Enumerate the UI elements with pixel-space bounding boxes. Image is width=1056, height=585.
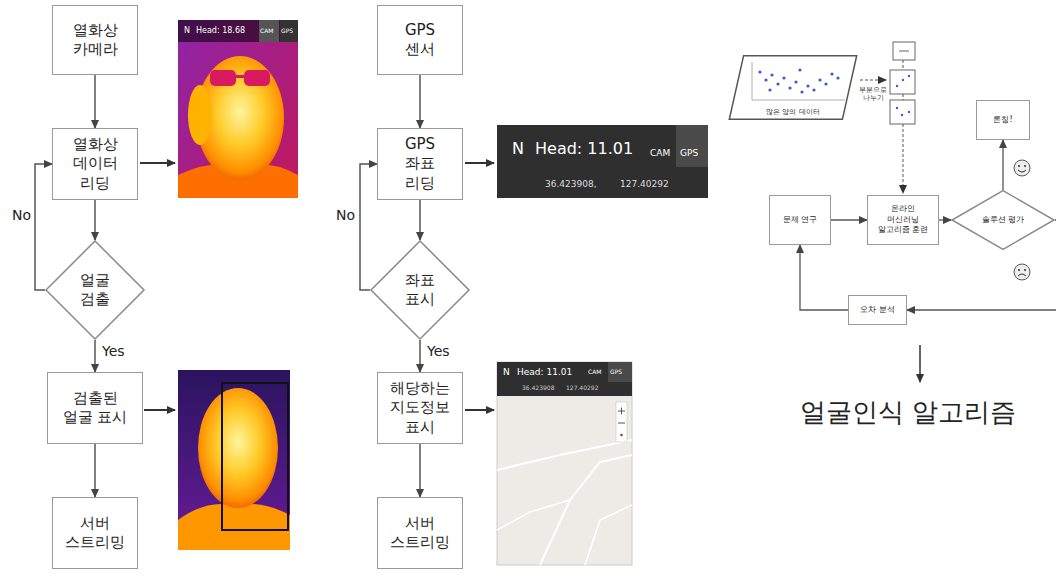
process-box: 해당하는 지도정보 표시	[377, 372, 463, 444]
coordinate-text: 36.423908,	[545, 179, 597, 189]
flow-connector	[94, 200, 96, 240]
node-text: GPS 좌표 리딩	[395, 135, 445, 194]
flow-connector	[419, 200, 421, 240]
node-text: GPS 센서	[395, 21, 445, 60]
process-box: 오차 분석	[848, 295, 907, 325]
coordinate-text: 127.40292	[566, 385, 598, 392]
leader-arrow	[144, 409, 175, 411]
node-text: 오차 분석	[855, 305, 900, 315]
node-text: 많은 양의 데이터	[764, 108, 821, 117]
flow-connector	[419, 75, 421, 128]
coordinate-text: 127.40292	[620, 179, 669, 189]
edge-label: No	[10, 208, 33, 223]
shape-outline	[371, 241, 469, 339]
tab-label: CAM	[588, 369, 601, 376]
node-text: 서버 스트리밍	[62, 514, 128, 553]
frowny-face	[1014, 264, 1030, 280]
flow-connector	[800, 245, 848, 310]
shape-outline	[46, 241, 144, 339]
tab-label: CAM	[650, 148, 670, 158]
heading-text: Head: 11.01	[535, 140, 633, 158]
edge-label: Yes	[100, 344, 127, 359]
compass-text: N	[184, 26, 190, 35]
thermal-image	[178, 370, 290, 550]
flow-connector	[94, 340, 96, 372]
flow-connector	[94, 444, 96, 497]
map-screen	[497, 362, 632, 565]
node-text: 검출된 얼굴 표시	[60, 389, 130, 428]
node-text: 좌표 표시	[395, 271, 445, 310]
process-box: 문제 연구	[769, 195, 831, 245]
step-note: 부분으로 나누기	[858, 86, 888, 102]
tab-label: CAM	[260, 28, 273, 35]
data-subset-boxes	[860, 42, 915, 193]
result-arrow	[919, 345, 921, 382]
flow-connector	[35, 164, 52, 290]
process-box: GPS 좌표 리딩	[377, 128, 463, 200]
shape-outline	[729, 56, 856, 120]
data-parallelogram: 많은 양의 데이터	[728, 55, 858, 120]
node-text: 온라인 머신러닝 알고리즘 훈련	[874, 204, 932, 235]
flow-connector	[360, 164, 377, 290]
node-text: 열화상 데이터 리딩	[62, 135, 128, 194]
flow-connector	[419, 340, 421, 372]
scatter-chart	[752, 62, 845, 100]
process-box: 검출된 얼굴 표시	[47, 372, 143, 444]
process-box: 열화상 카메라	[52, 5, 138, 75]
tab-label: GPS	[680, 148, 698, 158]
process-box: 서버 스트리밍	[377, 497, 463, 569]
node-text: 문제 연구	[776, 215, 824, 225]
process-box: GPS 센서	[377, 5, 463, 75]
decision-diamond: 얼굴 검출	[45, 240, 145, 340]
decision-diamond: 솔루션 평가	[951, 190, 1055, 250]
leader-arrow	[465, 409, 494, 411]
flow-connector	[94, 75, 96, 128]
node-text: 론칭!	[983, 115, 1023, 125]
process-box: 열화상 데이터 리딩	[52, 128, 138, 200]
edge-label: Yes	[425, 344, 452, 359]
tab-label: GPS	[281, 28, 293, 35]
flow-connector	[939, 219, 951, 220]
heading-text: Head: 18.68	[196, 26, 245, 35]
compass-text: N	[503, 367, 510, 377]
gps-screen	[497, 125, 708, 198]
thermal-image	[178, 20, 298, 198]
terminal-box: 론칭!	[976, 100, 1030, 140]
edge-label: No	[334, 208, 357, 223]
flow-connector	[831, 219, 867, 220]
process-box: 서버 스트리밍	[52, 497, 138, 569]
compass-text: N	[512, 140, 524, 158]
coordinate-text: 36.423908	[522, 385, 554, 392]
node-text: 열화상 카메라	[62, 21, 128, 60]
heading-text: Head: 11.01	[517, 367, 572, 377]
decision-diamond: 좌표 표시	[370, 240, 470, 340]
node-text: 솔루션 평가	[977, 215, 1029, 225]
flow-connector	[419, 444, 421, 497]
leader-arrow	[465, 162, 494, 164]
node-text: 해당하는 지도정보 표시	[387, 379, 453, 438]
node-text: 서버 스트리밍	[387, 514, 453, 553]
node-text: 얼굴 검출	[70, 271, 120, 310]
flow-connector	[1002, 140, 1003, 190]
result-caption: 얼굴인식 알고리즘	[800, 398, 1016, 428]
process-box: 온라인 머신러닝 알고리즘 훈련	[867, 195, 939, 245]
tab-label: GPS	[610, 369, 622, 376]
smiley-face	[1014, 160, 1030, 176]
shape-outline	[952, 191, 1054, 250]
leader-arrow	[140, 162, 175, 164]
